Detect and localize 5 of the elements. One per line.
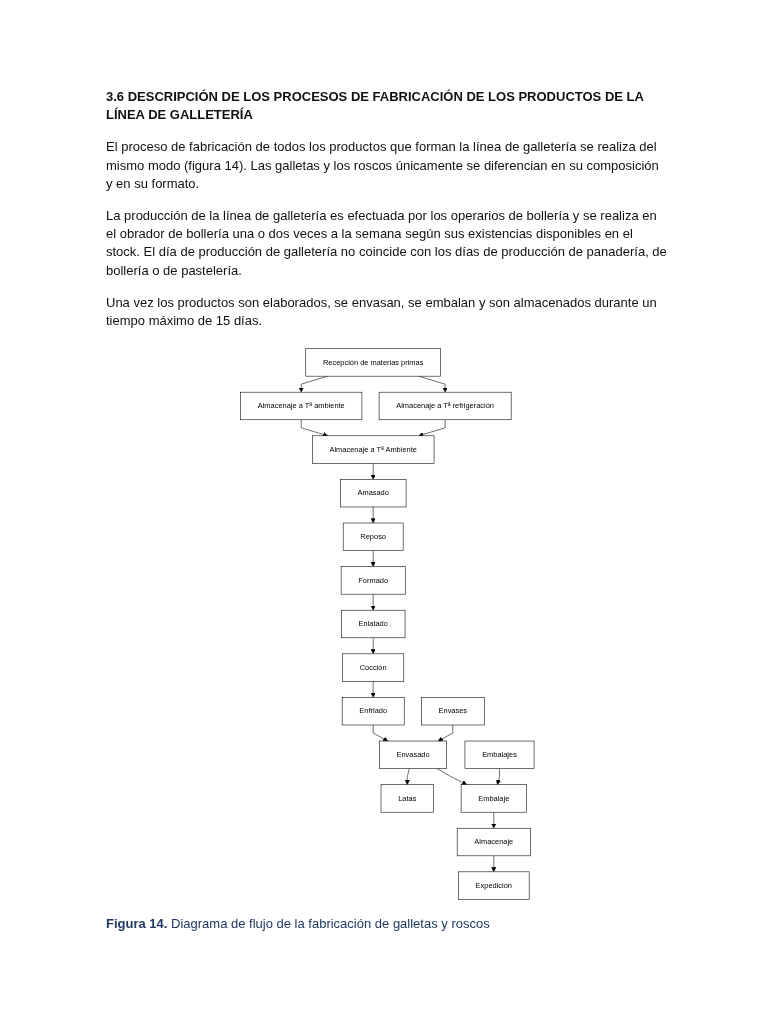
section-heading: 3.6 DESCRIPCIÓN DE LOS PROCESOS DE FABRICACIÓN DE LOS PRODUCTOS DE LA LÍNEA DE GALLETERÍA [106, 88, 645, 125]
figure-caption: Figura 14. Diagrama de flujo de la fabricación de galletas y roscos [106, 916, 491, 932]
paragraph: La producción de la línea de galletería es efectuada por los operarios de bollería y se realiza en el obrador de bollería una o dos veces a la semana según sus existencias disponibles en el stock. El día de producción de galletería no coincide con los días de producción de panadería, de bollería o de pastelería. [106, 206, 668, 280]
paragraph: El proceso de fabricación de todos los productos que forman la línea de galletería se realiza del mismo modo (figura 14). Las galletas y los roscos únicamente se diferencian en su composición y en su formato. [106, 138, 660, 193]
paragraph: Una vez los productos son elaborados, se envasan, se embalan y son almacenados durante un tiempo máximo de 15 días. [106, 293, 658, 330]
